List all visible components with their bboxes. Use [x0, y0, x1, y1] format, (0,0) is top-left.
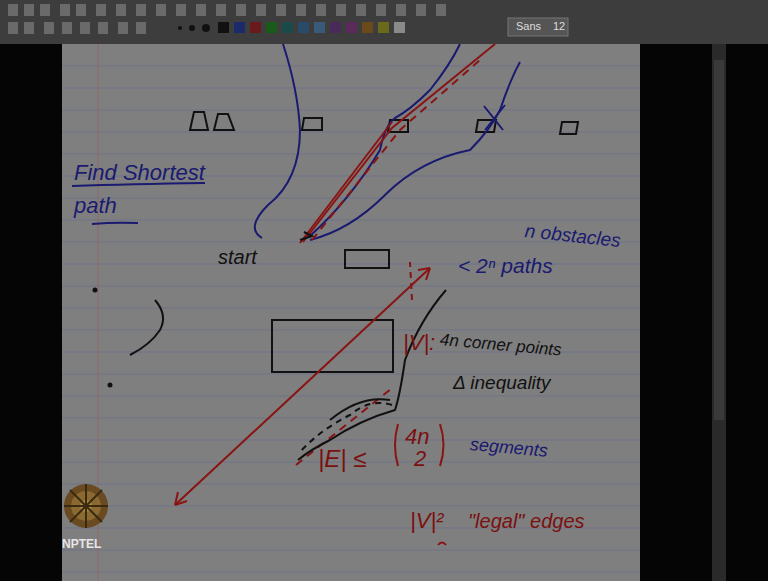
math-text: |E| ≤: [318, 445, 366, 473]
toolbar-font: Sans: [516, 20, 541, 33]
nptel-logo: [64, 484, 108, 528]
toolbar-size: 12: [553, 20, 565, 33]
note-text: < 2ⁿ paths: [458, 254, 553, 278]
math-text: 2: [414, 446, 426, 471]
start-label: start: [218, 246, 257, 269]
watermark: NPTEL: [62, 538, 101, 552]
math-text: 4n: [405, 424, 429, 449]
math-text: |V|:: [403, 330, 435, 355]
note-heading: Find Shortest path: [74, 156, 224, 222]
note-text: Δ inequality: [453, 372, 551, 394]
math-text: |V|²: [410, 508, 443, 533]
math-text: "legal" edges: [468, 510, 585, 533]
